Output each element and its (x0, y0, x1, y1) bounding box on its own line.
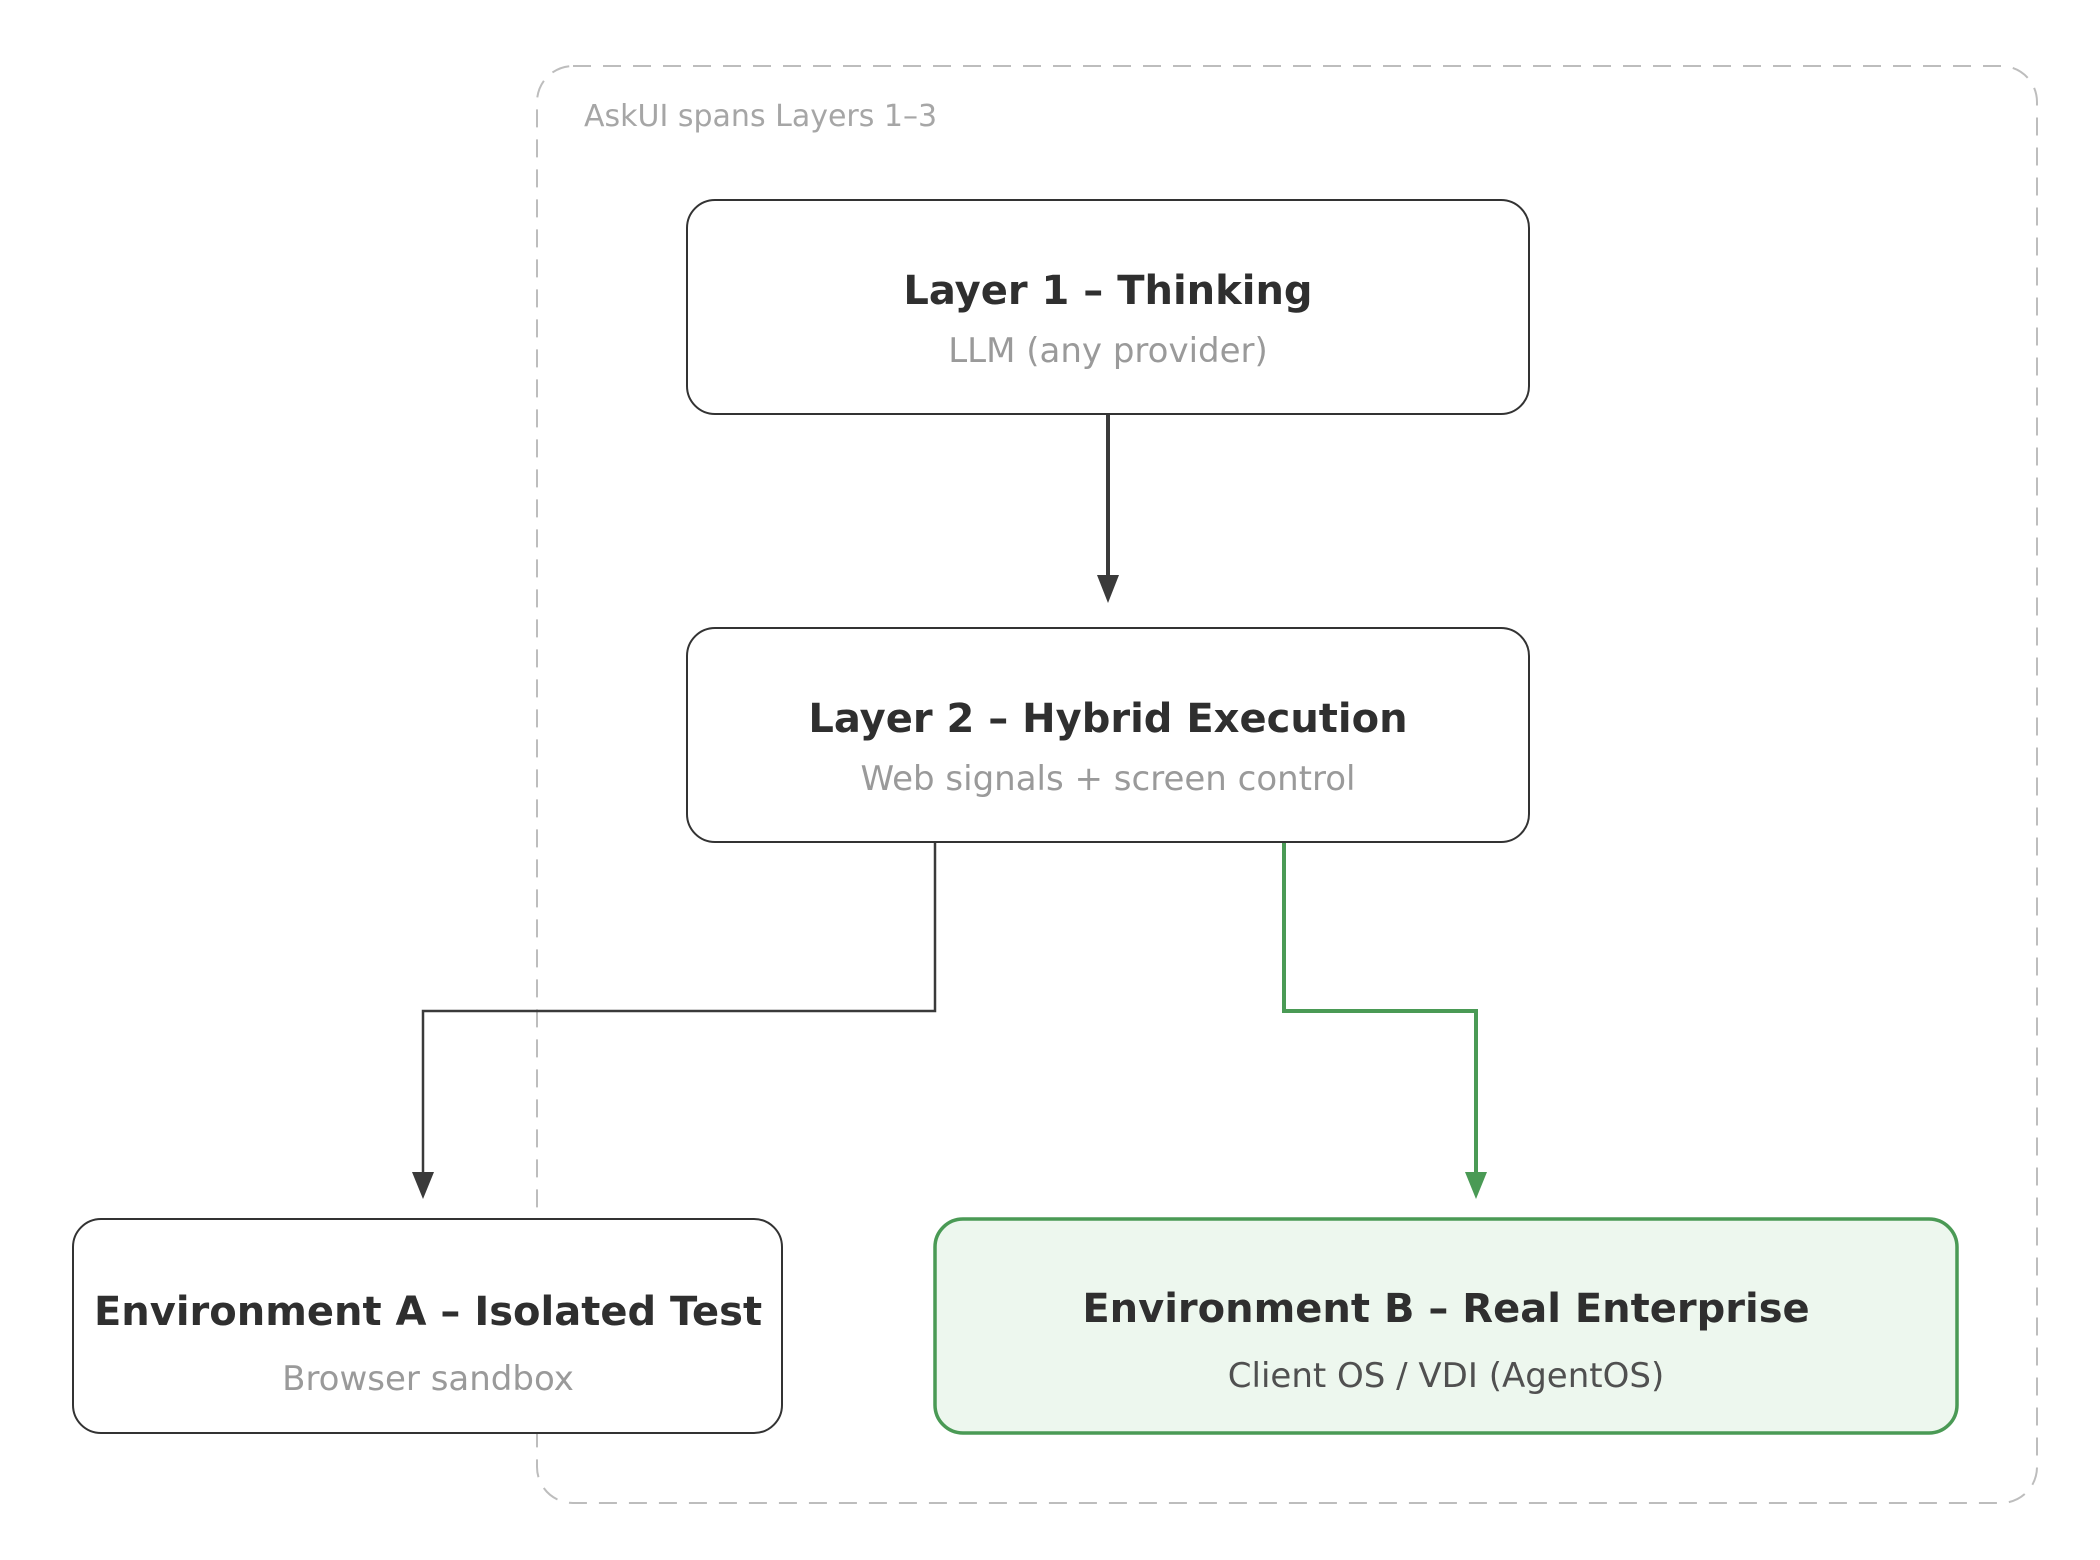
node-layer1-thinking: Layer 1 – Thinking LLM (any provider) (686, 199, 1530, 415)
node-env-a-subtitle: Browser sandbox (282, 1359, 574, 1399)
node-env-a-title: Environment A – Isolated Test (94, 1289, 762, 1335)
node-layer1-title: Layer 1 – Thinking (903, 268, 1312, 314)
node-layer2-title: Layer 2 – Hybrid Execution (808, 696, 1407, 742)
node-env-b-subtitle: Client OS / VDI (AgentOS) (1228, 1356, 1664, 1396)
connector-layer1-to-layer2 (1097, 414, 1119, 603)
node-layer1-subtitle: LLM (any provider) (948, 331, 1268, 371)
node-env-b-title: Environment B – Real Enterprise (1082, 1286, 1809, 1332)
connector-layer2-to-env-a (412, 842, 937, 1199)
node-layer2-hybrid-execution: Layer 2 – Hybrid Execution Web signals +… (686, 627, 1530, 843)
node-environment-b: Environment B – Real Enterprise Client O… (933, 1217, 1959, 1435)
askui-group-label: AskUI spans Layers 1–3 (584, 99, 937, 134)
connector-layer2-to-env-b (1282, 842, 1487, 1199)
node-layer2-subtitle: Web signals + screen control (860, 759, 1355, 799)
node-environment-a: Environment A – Isolated Test Browser sa… (72, 1218, 783, 1434)
askui-group-container (536, 65, 2038, 1504)
